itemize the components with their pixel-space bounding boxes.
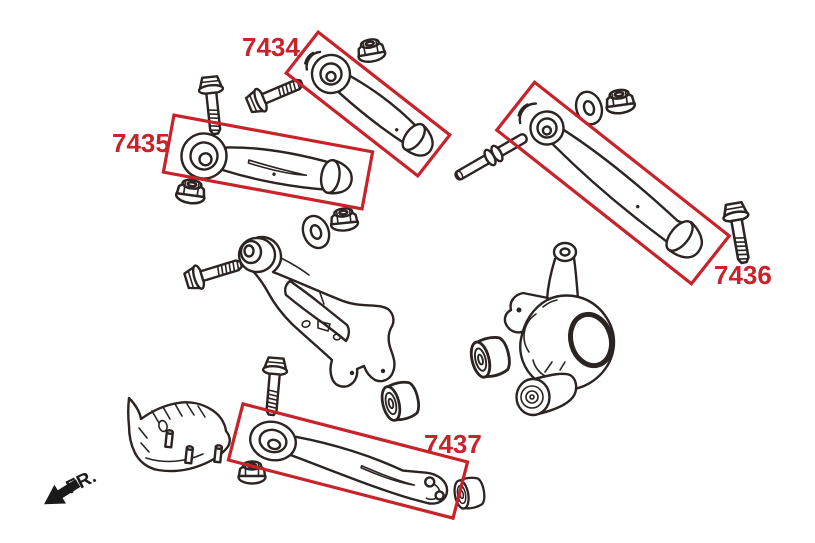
shield-stud <box>184 444 195 465</box>
shield-stud <box>213 443 224 464</box>
highlight-box-7434 <box>283 29 453 179</box>
trailing-arm <box>237 235 396 388</box>
bolt <box>258 355 290 418</box>
fr-direction-arrow <box>44 479 81 505</box>
part-label-7436: 7436 <box>714 260 772 290</box>
part-label-7435: 7435 <box>112 128 170 158</box>
part-label-7437: 7437 <box>424 429 482 459</box>
flange-nut <box>328 205 360 234</box>
control-arm-7436 <box>517 102 704 259</box>
highlight-box-7437 <box>226 401 470 521</box>
washer <box>297 210 335 254</box>
flange-nut <box>603 86 637 117</box>
flange-nut <box>174 176 208 207</box>
highlight-box-7435 <box>161 113 375 211</box>
bolt <box>196 74 229 137</box>
wheel-knuckle <box>503 241 616 417</box>
bushing <box>377 377 424 425</box>
washer <box>570 87 608 129</box>
bolt <box>181 251 246 294</box>
part-labels: 7434 7435 7436 7437 <box>112 32 772 459</box>
part-label-7434: 7434 <box>242 32 300 62</box>
shield-stud <box>164 428 175 449</box>
highlight-box-7436 <box>494 79 732 287</box>
heat-shield-bracket <box>127 396 231 473</box>
control-arm-7435 <box>180 132 353 195</box>
link-rod <box>454 133 528 181</box>
highlight-boxes <box>161 29 732 521</box>
flange-nut <box>354 36 388 65</box>
bolt <box>243 70 308 118</box>
control-arm-7434 <box>304 50 434 157</box>
control-arm-7437 <box>249 420 449 505</box>
bushing <box>466 332 515 382</box>
